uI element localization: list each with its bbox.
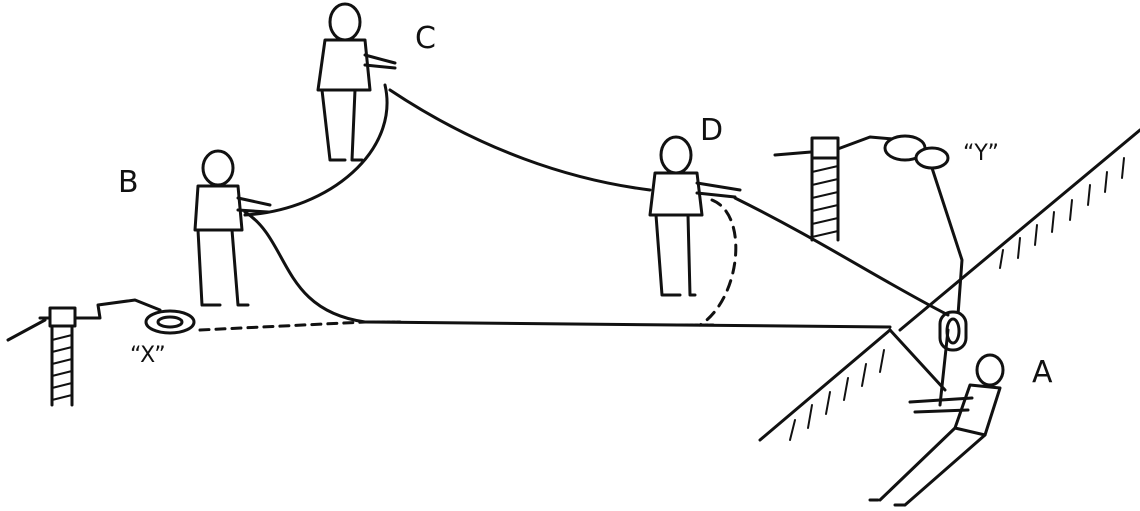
ropes bbox=[198, 83, 950, 407]
anchor-x-label: “X” bbox=[130, 343, 166, 368]
cliff-hatching-lower bbox=[789, 349, 885, 441]
anchor-x: “X” bbox=[38, 298, 196, 407]
person-a-figure bbox=[868, 353, 1005, 507]
anchor-y: “Y” bbox=[773, 134, 999, 242]
person-c-label: C bbox=[415, 21, 436, 56]
person-c-figure bbox=[316, 2, 397, 162]
person-b-figure bbox=[193, 149, 272, 307]
pulley bbox=[930, 166, 968, 352]
anchor-y-label: “Y” bbox=[963, 141, 999, 166]
person-d-label: D bbox=[700, 113, 723, 148]
person-b-label: B bbox=[118, 165, 139, 200]
ground-and-cliff bbox=[6, 128, 1140, 442]
cliff-hatching-upper bbox=[999, 157, 1125, 269]
person-a-label: A bbox=[1032, 355, 1053, 390]
person-d-figure bbox=[648, 135, 742, 297]
